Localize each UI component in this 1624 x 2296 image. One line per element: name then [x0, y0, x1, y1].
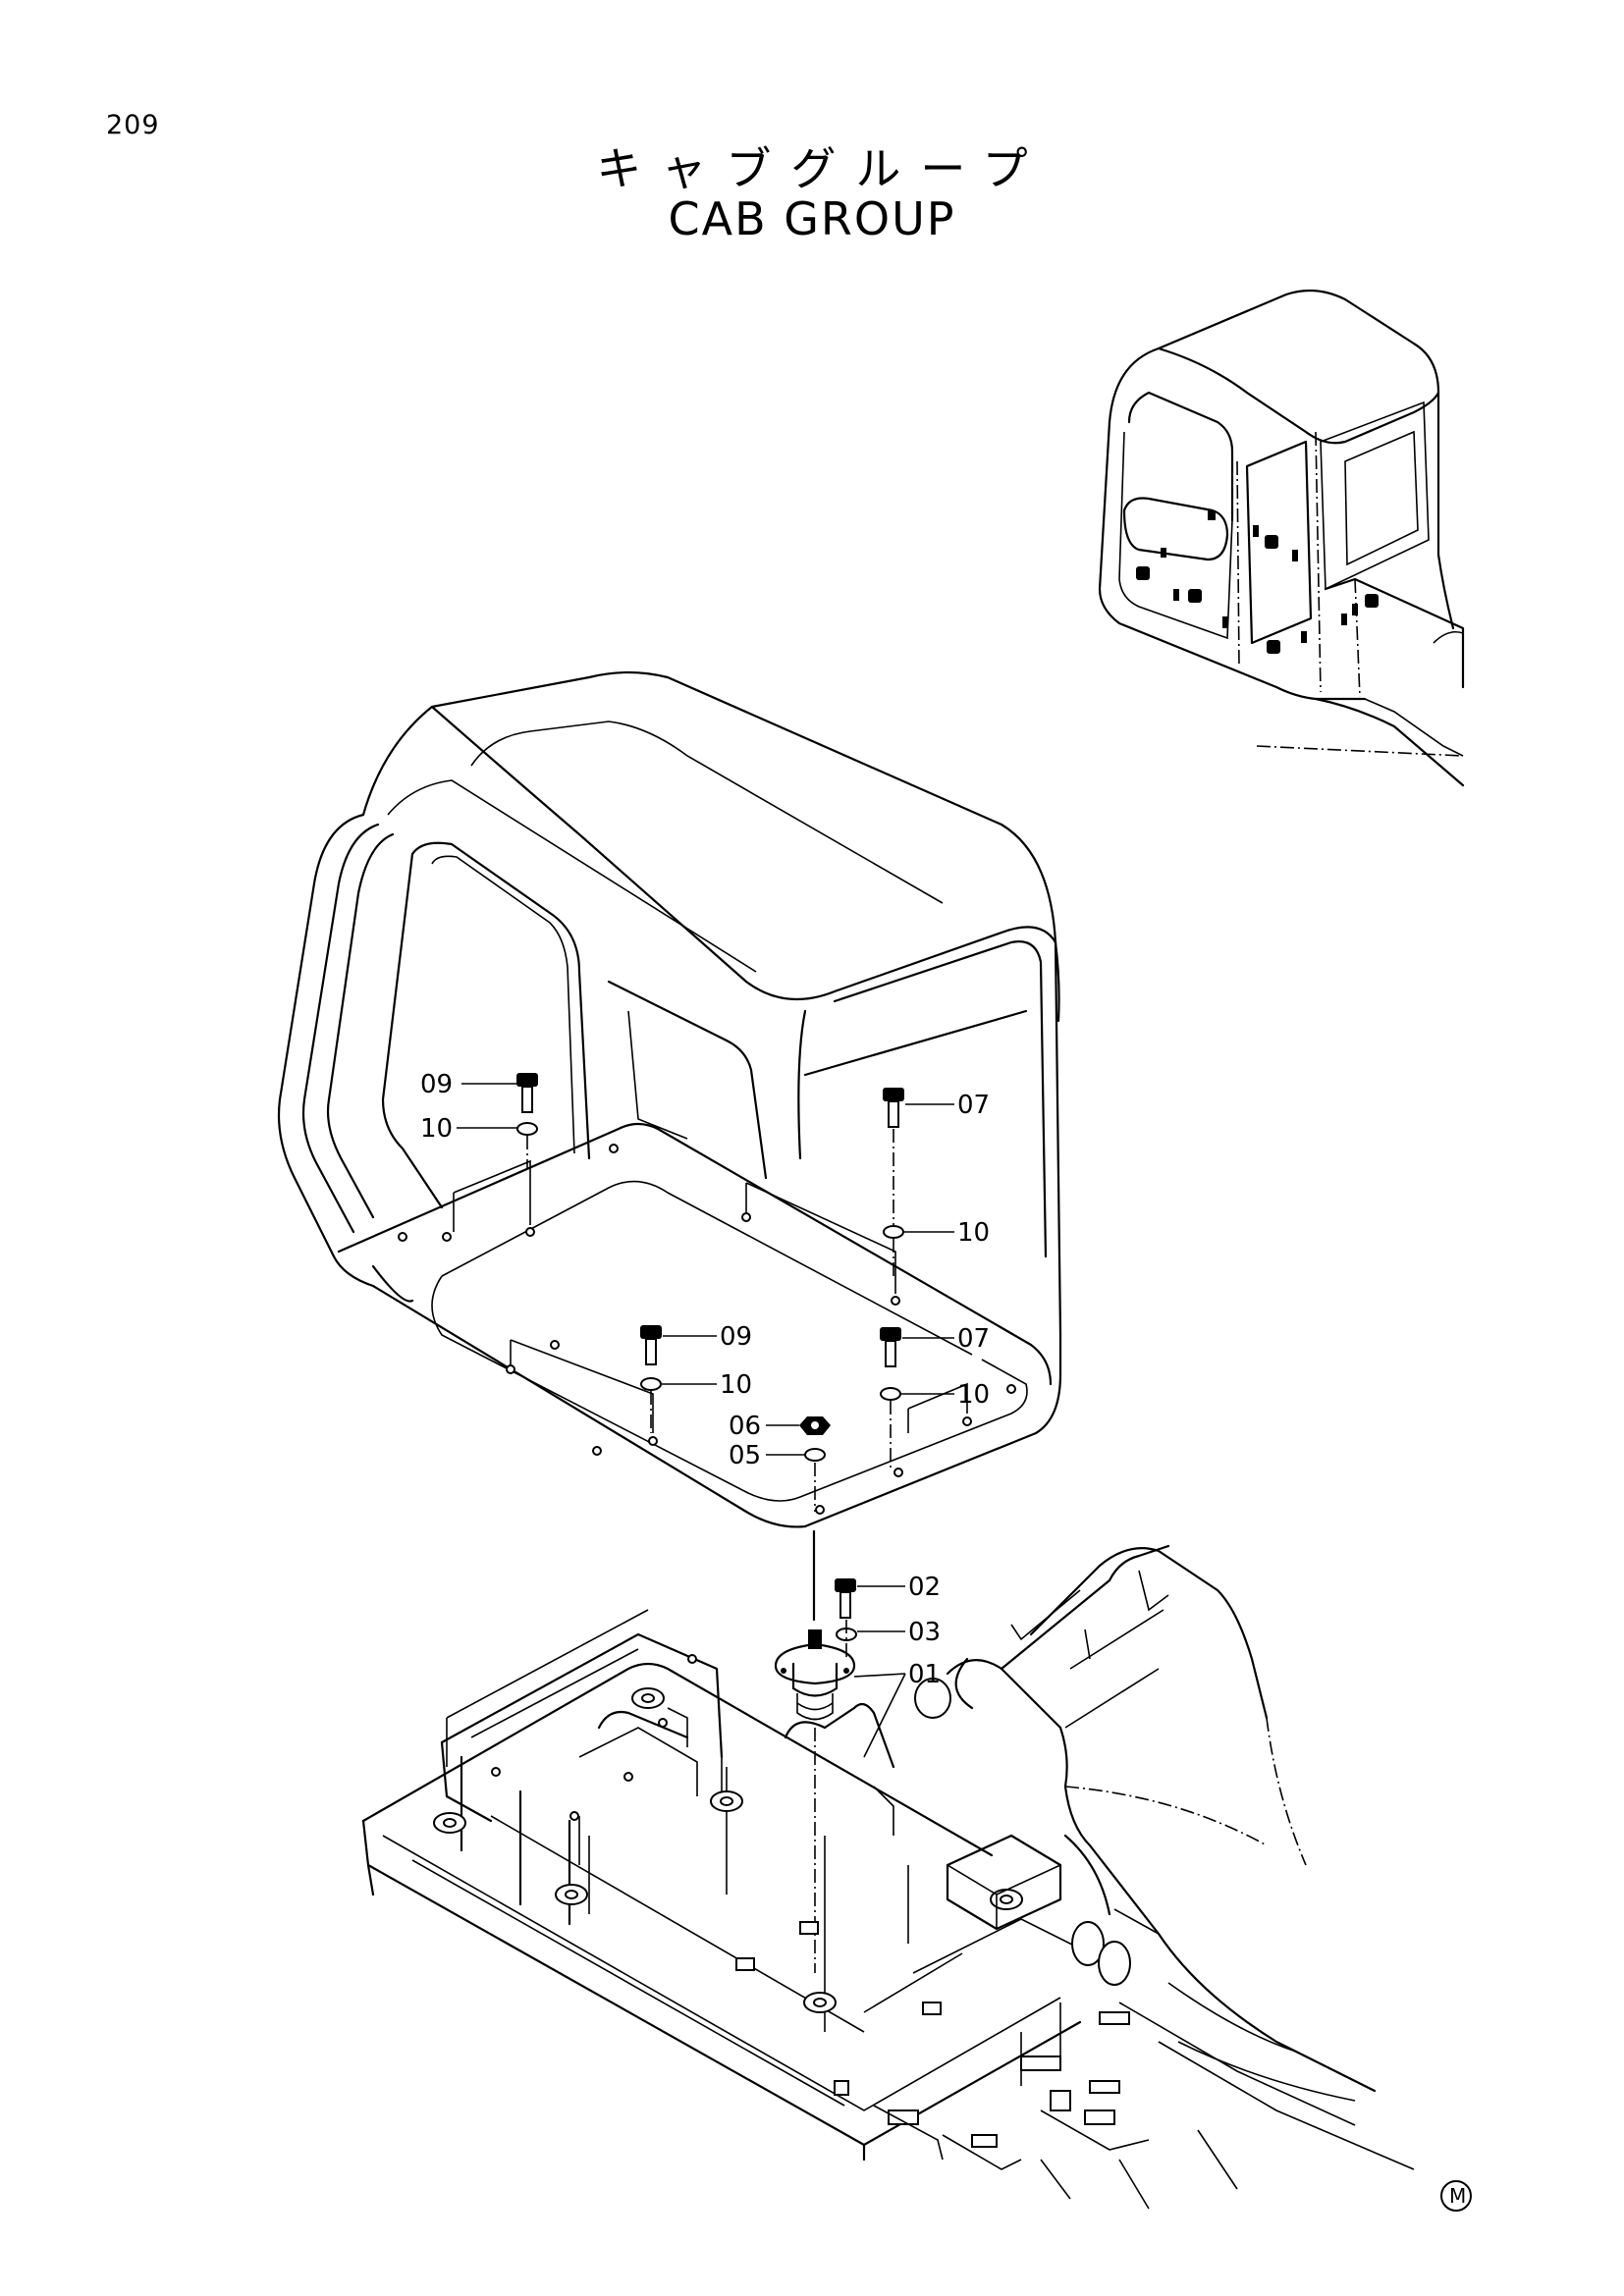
- bolt-icon: [835, 1578, 856, 1619]
- title-japanese: キャブグループ: [596, 142, 1048, 195]
- inset-cab-view: [1098, 289, 1465, 787]
- callout-02: 02: [908, 1573, 941, 1602]
- callout-10-upper-left: 10: [420, 1114, 453, 1144]
- callout-10-middle-right: 10: [957, 1380, 990, 1410]
- callout-10-middle-left: 10: [720, 1370, 752, 1400]
- callout-07-upper: 07: [957, 1091, 990, 1120]
- stud-icon: [808, 1629, 822, 1649]
- washer-icon: [880, 1387, 901, 1401]
- upper-structure-frame: [361, 1544, 1415, 2210]
- cab-fasteners: [516, 1073, 904, 1973]
- callout-10-upper-right: 10: [957, 1218, 990, 1248]
- main-cab-body: [277, 670, 1062, 1528]
- callout-09-middle: 09: [720, 1322, 752, 1352]
- bolt-icon: [516, 1073, 538, 1113]
- callout-06: 06: [729, 1412, 761, 1441]
- callout-09-upper: 09: [420, 1070, 453, 1099]
- washer-icon: [640, 1377, 662, 1391]
- bolt-icon: [880, 1327, 901, 1367]
- washer-icon: [883, 1225, 904, 1239]
- leader-lines: [457, 1083, 954, 1758]
- nut-icon: [799, 1416, 831, 1435]
- washer-icon: [516, 1122, 538, 1136]
- m-mark-icon: M: [1440, 2180, 1472, 2212]
- washer-icon: [804, 1448, 826, 1462]
- callout-01: 01: [908, 1660, 941, 1689]
- callout-07-middle: 07: [957, 1324, 990, 1354]
- svg-text:M: M: [1449, 2184, 1466, 2208]
- callout-05: 05: [729, 1441, 761, 1470]
- page-number: 209: [106, 110, 160, 140]
- cab-mount-assembly: [774, 1578, 857, 1721]
- bolt-icon: [640, 1325, 662, 1365]
- callout-03: 03: [908, 1618, 941, 1647]
- callout-labels: 09 10 07 10 09 10 07 10 06 05 02 03 01: [420, 1070, 990, 1689]
- bolt-icon: [883, 1088, 904, 1128]
- title-english: CAB GROUP: [668, 192, 956, 245]
